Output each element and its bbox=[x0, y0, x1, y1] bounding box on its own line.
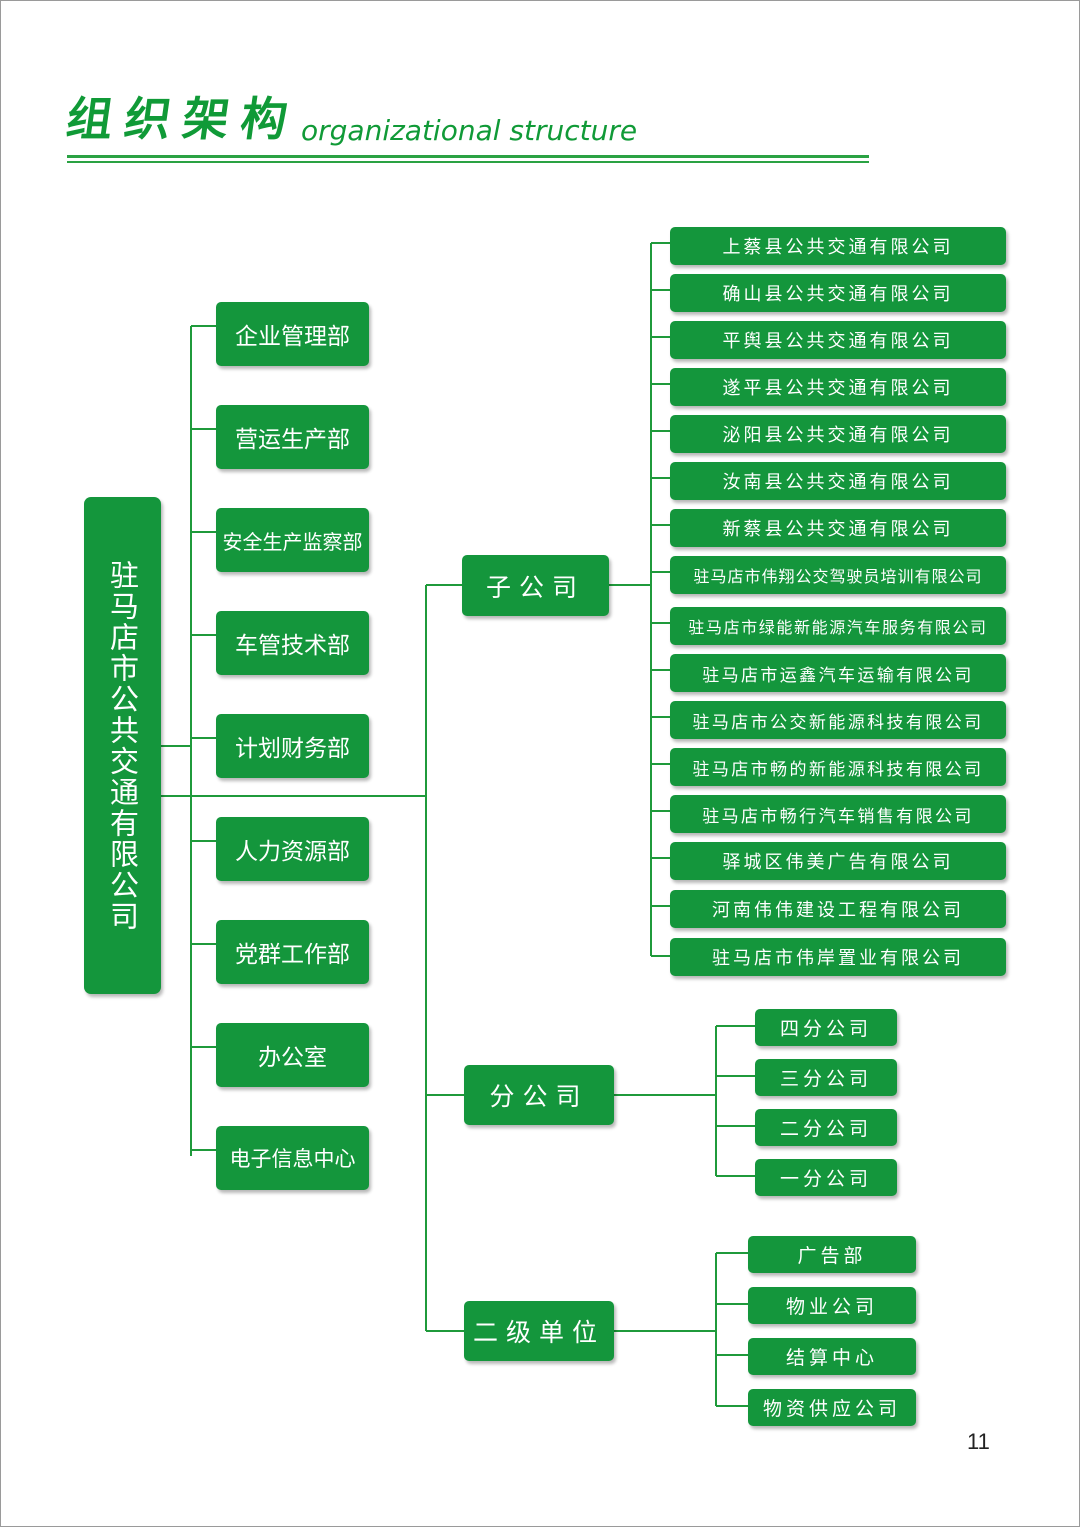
subsidiary-node: 汝南县公共交通有限公司 bbox=[670, 462, 1006, 500]
branch-node: 四分公司 bbox=[755, 1009, 897, 1046]
branch-node: 一分公司 bbox=[755, 1159, 897, 1196]
subsidiary-node: 驻马店市公交新能源科技有限公司 bbox=[670, 701, 1006, 739]
subsidiary-node: 驻马店市伟岸置业有限公司 bbox=[670, 938, 1006, 976]
subsidiary-node: 驻马店市伟翔公交驾驶员培训有限公司 bbox=[670, 556, 1006, 594]
group-node-subsidiaries: 子公司 bbox=[462, 555, 609, 616]
secondary-unit-node: 广告部 bbox=[748, 1236, 916, 1273]
dept-node: 营运生产部 bbox=[216, 405, 369, 469]
page-subtitle: organizational structure bbox=[301, 114, 638, 147]
dept-node: 电子信息中心 bbox=[216, 1126, 369, 1190]
dept-node: 企业管理部 bbox=[216, 302, 369, 366]
secondary-unit-node: 物业公司 bbox=[748, 1287, 916, 1324]
title-underline-thin bbox=[67, 161, 869, 163]
dept-node: 车管技术部 bbox=[216, 611, 369, 675]
group-node-branches: 分公司 bbox=[464, 1065, 614, 1125]
title-underline bbox=[67, 155, 869, 158]
dept-node: 计划财务部 bbox=[216, 714, 369, 778]
subsidiary-node: 驻马店市畅行汽车销售有限公司 bbox=[670, 795, 1006, 833]
subsidiary-node: 上蔡县公共交通有限公司 bbox=[670, 227, 1006, 265]
group-node-secondary-units: 二级单位 bbox=[464, 1301, 614, 1361]
dept-node: 办公室 bbox=[216, 1023, 369, 1087]
subsidiary-node: 确山县公共交通有限公司 bbox=[670, 274, 1006, 312]
subsidiary-node: 泌阳县公共交通有限公司 bbox=[670, 415, 1006, 453]
subsidiary-node: 新蔡县公共交通有限公司 bbox=[670, 509, 1006, 547]
subsidiary-node: 驻马店市运鑫汽车运输有限公司 bbox=[670, 654, 1006, 692]
subsidiary-node: 平舆县公共交通有限公司 bbox=[670, 321, 1006, 359]
subsidiary-node: 驻马店市绿能新能源汽车服务有限公司 bbox=[670, 607, 1006, 645]
dept-node: 安全生产监察部 bbox=[216, 508, 369, 572]
page-number: 11 bbox=[967, 1429, 990, 1454]
subsidiary-node: 遂平县公共交通有限公司 bbox=[670, 368, 1006, 406]
dept-node: 人力资源部 bbox=[216, 817, 369, 881]
subsidiary-node: 河南伟伟建设工程有限公司 bbox=[670, 890, 1006, 928]
branch-node: 三分公司 bbox=[755, 1059, 897, 1096]
org-root-node: 驻马店市公共交通有限公司 bbox=[84, 497, 161, 994]
secondary-unit-node: 结算中心 bbox=[748, 1338, 916, 1375]
branch-node: 二分公司 bbox=[755, 1109, 897, 1146]
secondary-unit-node: 物资供应公司 bbox=[748, 1389, 916, 1426]
subsidiary-node: 驻马店市畅的新能源科技有限公司 bbox=[670, 748, 1006, 786]
subsidiary-node: 驿城区伟美广告有限公司 bbox=[670, 842, 1006, 880]
dept-node: 党群工作部 bbox=[216, 920, 369, 984]
